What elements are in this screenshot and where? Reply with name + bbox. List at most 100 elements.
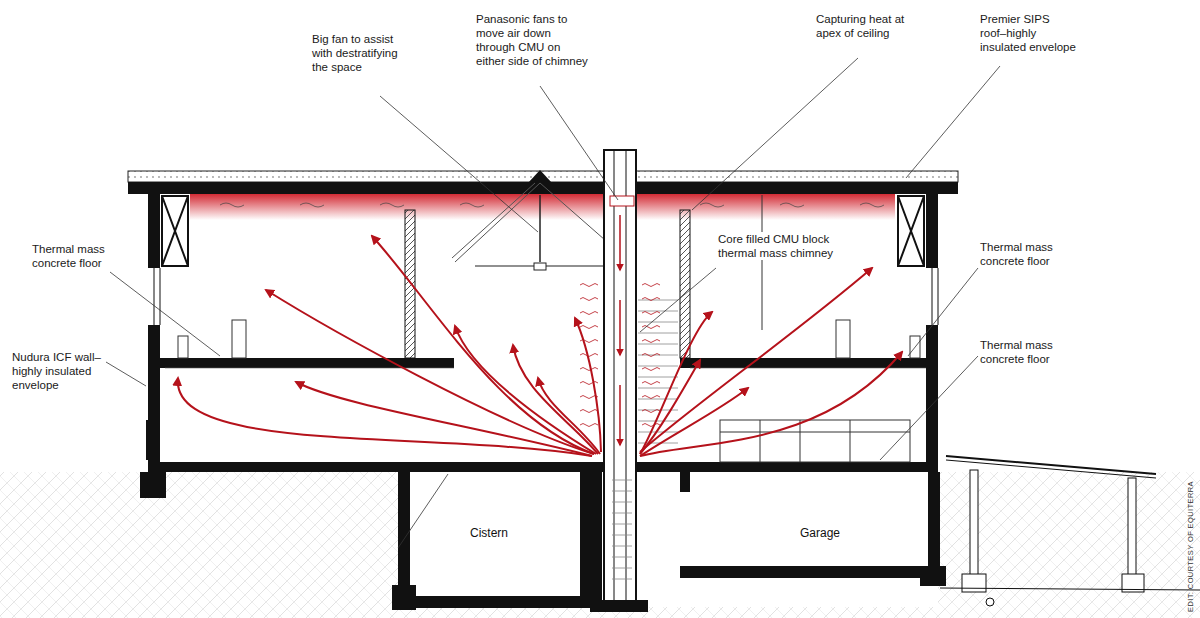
callout-label: Thermal mass concrete floor — [980, 240, 1076, 268]
furniture-part — [720, 420, 910, 462]
stair-part — [612, 480, 632, 481]
radiant-waves-part — [580, 424, 598, 427]
stair-part — [638, 443, 678, 444]
stair-part — [638, 399, 678, 400]
airflow-arrows-part — [455, 326, 596, 454]
radiant-waves-part — [642, 298, 660, 301]
partitions-part — [405, 210, 415, 358]
carport-part — [970, 470, 978, 588]
leader-lines-part — [398, 474, 448, 548]
stair-part — [612, 546, 632, 547]
furniture-part — [720, 420, 910, 462]
chimney-part — [614, 150, 615, 610]
radiant-waves-part — [580, 312, 598, 315]
leader-lines-part — [110, 272, 220, 356]
leader-lines-part — [692, 58, 858, 210]
airflow-arrows-part — [538, 378, 600, 454]
ceiling-swirls-part — [220, 203, 244, 207]
heat-layer — [190, 194, 895, 220]
callout-label: Panasonic fans to move air down through … — [476, 12, 588, 68]
airflow-arrows-part — [266, 290, 594, 454]
leader-lines-part — [880, 356, 978, 460]
windows-part — [898, 196, 924, 266]
radiant-waves-part — [580, 284, 598, 287]
airflow-arrows-part — [575, 318, 601, 452]
stair-part — [612, 513, 632, 514]
windows-part — [154, 268, 938, 325]
stair-part — [638, 355, 678, 356]
radiant-waves-part — [642, 284, 660, 287]
stair-part — [638, 377, 678, 378]
windows-part — [162, 196, 188, 266]
gable-lines-part — [455, 183, 605, 262]
leader-lines-part — [640, 268, 716, 332]
chimney-downflow-part — [619, 215, 621, 270]
ceiling-swirls-part — [860, 203, 884, 207]
ceiling-swirls-part — [380, 203, 404, 207]
carport — [940, 456, 1200, 606]
furniture-part — [836, 320, 850, 358]
chimney-part — [590, 600, 648, 612]
walls-part — [148, 194, 160, 268]
ground-hatch-part — [398, 472, 938, 607]
chimney-part — [610, 196, 634, 206]
airflow-arrows-part — [640, 268, 872, 452]
walls-part — [680, 472, 690, 492]
chimney — [590, 150, 648, 612]
radiant-waves-part — [580, 410, 598, 413]
walls-part — [580, 472, 602, 607]
stair-part — [612, 557, 632, 558]
partitions-part — [680, 210, 690, 358]
windows — [154, 196, 938, 325]
walls-part — [926, 194, 938, 268]
stair-part — [612, 579, 632, 580]
stair-part — [612, 568, 632, 569]
stair-part — [638, 300, 678, 301]
furniture-part — [178, 336, 188, 358]
walls-part — [928, 472, 940, 577]
floors-part — [680, 358, 938, 368]
walls-part — [920, 566, 946, 586]
airflow-arrows — [178, 236, 902, 456]
chimney-part — [604, 150, 636, 610]
ceiling-fan-part — [534, 263, 546, 270]
airflow-arrows-part — [640, 312, 712, 454]
leader-lines-part — [380, 96, 538, 232]
callout-label: Thermal mass concrete floor — [32, 242, 122, 270]
floors-part — [148, 462, 938, 472]
stair-part — [638, 333, 678, 334]
callout-label: Big fan to assist with destratifying the… — [312, 32, 404, 74]
stair-part — [638, 388, 678, 389]
radiant-waves-part — [642, 354, 660, 357]
radiant-waves-part — [642, 340, 660, 343]
stair-part — [638, 344, 678, 345]
room-label: Garage — [800, 526, 860, 540]
radiant-waves-part — [642, 368, 660, 371]
carport-part — [986, 598, 994, 606]
roof-part — [528, 170, 552, 183]
ceiling-swirls-part — [700, 203, 724, 207]
walls-part — [146, 420, 152, 460]
stair-part — [612, 502, 632, 503]
chimney-part — [626, 150, 627, 610]
roof — [128, 170, 958, 194]
carport-part — [940, 588, 1200, 590]
callout-label: Core filled CMU block thermal mass chimn… — [718, 232, 836, 260]
furniture-part — [762, 195, 763, 330]
ceiling-fan-part — [539, 195, 541, 262]
radiant-waves-part — [642, 410, 660, 413]
ceiling-swirls-part — [300, 203, 324, 207]
airflow-arrows-part — [640, 360, 700, 454]
callout-label: Nudura ICF wall–highly insulated envelop… — [12, 350, 104, 392]
airflow-arrows-part — [296, 382, 592, 456]
radiant-waves-part — [580, 298, 598, 301]
roof-part — [128, 182, 958, 194]
radiant-waves-part — [580, 368, 598, 371]
stair-part — [612, 535, 632, 536]
windows-part — [162, 196, 188, 266]
stair-part — [612, 491, 632, 492]
carport-part — [962, 574, 986, 592]
carport-part — [1128, 478, 1136, 588]
windows-part — [898, 196, 924, 266]
